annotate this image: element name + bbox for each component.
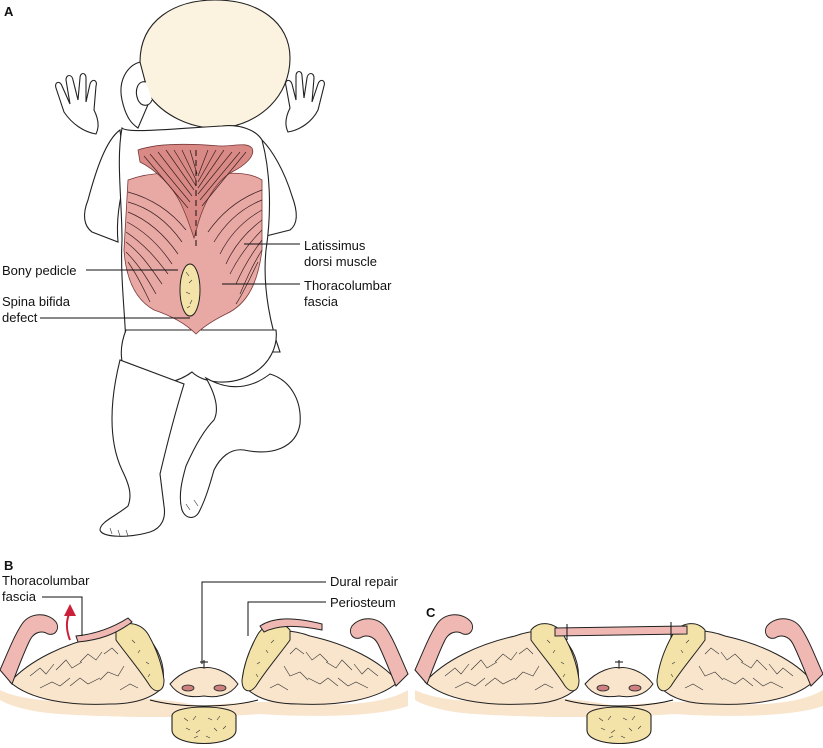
canal-lines-c bbox=[564, 699, 674, 707]
label-dural-repair: Dural repair bbox=[330, 574, 399, 589]
panel-label-b: B bbox=[4, 558, 13, 573]
fascia-reflection-arrow bbox=[66, 611, 71, 641]
vertebral-body-texture-c bbox=[598, 715, 642, 739]
label-latissimus-1: Latissimus bbox=[304, 238, 366, 253]
muscle-texture-right-c bbox=[684, 647, 794, 691]
fascial-bridge-repair bbox=[554, 625, 688, 637]
label-spina-bifida-1: Spina bifida bbox=[2, 294, 71, 309]
nerve-root-right-c bbox=[628, 684, 642, 692]
spina-bifida-defect bbox=[179, 263, 201, 317]
trapezius-fibers-right bbox=[197, 149, 247, 207]
label-thoracolumbar-a-2: fascia bbox=[304, 294, 339, 309]
muscle-texture-left-c bbox=[444, 647, 554, 691]
dural-sac-b bbox=[169, 667, 239, 698]
panel-a-labels: Latissimus dorsi muscle Bony pedicle Spi… bbox=[2, 238, 392, 325]
vertebral-body-texture-b bbox=[183, 715, 227, 739]
nerve-root-left-c bbox=[596, 684, 610, 692]
bridge-sutures bbox=[566, 622, 672, 640]
leader-periosteum bbox=[247, 601, 326, 636]
trapezius-fibers-left bbox=[143, 149, 198, 209]
muscle-texture-right-b bbox=[269, 647, 379, 691]
toe-lines bbox=[109, 499, 199, 537]
subcutaneous-tissue-b bbox=[0, 690, 408, 717]
bone-texture-c bbox=[546, 639, 690, 678]
right-hand bbox=[285, 70, 325, 133]
subcutaneous-tissue-c bbox=[415, 690, 823, 717]
label-thoracolumbar-b-2: fascia bbox=[2, 589, 37, 604]
lamina-left-c bbox=[530, 623, 580, 692]
lamina-left-b bbox=[115, 623, 165, 692]
vertebral-body-c bbox=[586, 706, 652, 745]
label-spina-bifida-2: defect bbox=[2, 310, 38, 325]
fascia-reflection-arrowhead bbox=[64, 604, 76, 616]
bone-texture-b bbox=[131, 639, 275, 678]
infant-ear bbox=[135, 81, 153, 106]
muscle-texture-left-b bbox=[29, 647, 139, 691]
cross-section-c bbox=[414, 614, 823, 745]
infant-back-view bbox=[55, 0, 325, 537]
label-thoracolumbar-b-1: Thoracolumbar bbox=[2, 573, 90, 588]
panel-b-labels: Thoracolumbar fascia Dural repair Perios… bbox=[2, 573, 399, 664]
infant-neck-back bbox=[120, 61, 151, 129]
left-arm bbox=[83, 129, 127, 243]
left-leg bbox=[99, 359, 185, 537]
dural-suture-b bbox=[200, 660, 208, 668]
defect-texture bbox=[185, 271, 193, 309]
nerve-root-right-b bbox=[213, 684, 227, 692]
label-bony-pedicle: Bony pedicle bbox=[2, 263, 76, 278]
canal-lines-b bbox=[149, 699, 259, 707]
dural-sac-c bbox=[584, 667, 654, 698]
vertebral-body-b bbox=[171, 706, 237, 745]
trapezius-region bbox=[137, 143, 254, 240]
cross-section-b bbox=[0, 604, 409, 745]
dural-suture-c bbox=[615, 660, 623, 668]
label-latissimus-2: dorsi muscle bbox=[304, 254, 377, 269]
periosteum-strip-right-b bbox=[259, 618, 323, 633]
fascia-strip-left-b bbox=[75, 617, 133, 643]
latissimus-flap-left-b bbox=[0, 614, 59, 685]
left-hand bbox=[55, 72, 99, 135]
nerve-root-left-b bbox=[181, 684, 195, 692]
leader-dural-repair bbox=[201, 581, 326, 664]
panel-label-c: C bbox=[426, 605, 436, 620]
latissimus-fibers-left bbox=[125, 191, 187, 303]
label-periosteum: Periosteum bbox=[330, 595, 396, 610]
label-thoracolumbar-a-1: Thoracolumbar bbox=[304, 278, 392, 293]
leader-thoracolumbar-b bbox=[42, 596, 83, 636]
infant-head bbox=[139, 0, 291, 129]
right-leg bbox=[179, 373, 301, 519]
latissimus-flap-left-c bbox=[414, 614, 474, 685]
latissimus-flap-right-b bbox=[349, 618, 409, 687]
latissimus-flap-right-c bbox=[764, 618, 823, 687]
latissimus-fibers-right bbox=[207, 189, 263, 305]
panel-label-a: A bbox=[4, 4, 14, 19]
